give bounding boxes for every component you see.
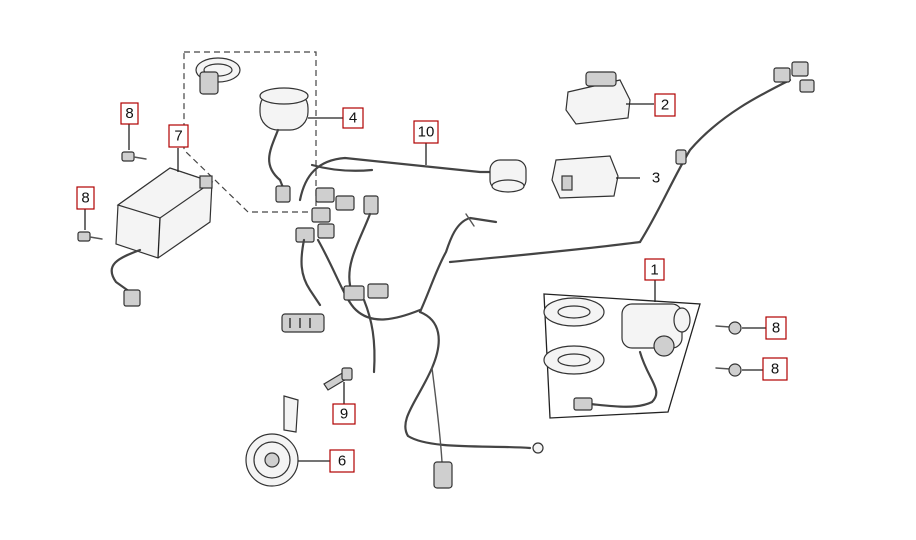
callout-box-2: [654, 93, 676, 117]
callout-box-8c: [765, 316, 787, 340]
callout-box-8b: [76, 186, 95, 210]
part-3-control-unit: [551, 155, 619, 199]
callout-8d: 8: [771, 361, 779, 378]
callout-9: 9: [340, 406, 348, 423]
callout-8b: 8: [81, 190, 89, 207]
part-1-lock-set: [543, 293, 701, 419]
callout-box-1: [644, 258, 665, 281]
callout-1: 1: [650, 262, 658, 279]
part-10-main-harness: [281, 156, 642, 489]
part-6-horn: [245, 395, 299, 487]
part-7-box-module: [110, 167, 214, 307]
callout-box-9: [332, 403, 356, 425]
callout-2: 2: [661, 97, 669, 114]
callout-3: 3: [652, 170, 660, 187]
screw-8-lower-right: [715, 363, 742, 377]
callout-box-4: [342, 107, 364, 129]
part-4-relay: [259, 87, 309, 203]
callout-10: 10: [418, 124, 435, 141]
screw-8-lower-left: [77, 231, 103, 242]
callout-6: 6: [338, 453, 346, 470]
callout-box-6: [329, 449, 355, 473]
callout-8c: 8: [772, 320, 780, 337]
callout-box-7: [168, 124, 189, 148]
screw-9: [323, 367, 353, 391]
screw-8-upper-right: [715, 321, 742, 335]
callout-box-8a: [120, 102, 139, 125]
callout-4: 4: [349, 110, 357, 127]
screw-8-upper-left: [121, 151, 147, 162]
callout-box-8d: [762, 357, 788, 381]
callout-box-10: [413, 120, 439, 144]
right-sub-harness: [638, 61, 815, 244]
callout-7: 7: [174, 128, 182, 145]
callout-8a: 8: [125, 105, 133, 122]
part-2-switch-body: [565, 71, 631, 125]
hose-clip: [195, 57, 241, 95]
